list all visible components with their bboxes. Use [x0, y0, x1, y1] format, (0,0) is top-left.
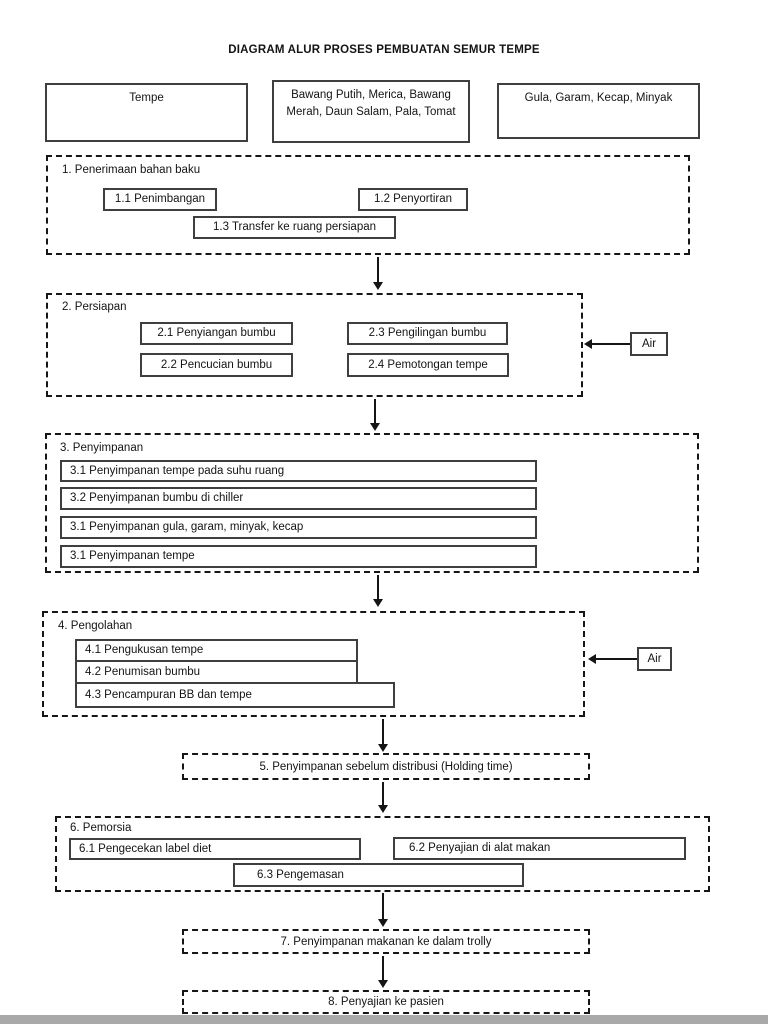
section-2-label: 2. Persiapan	[62, 301, 127, 313]
step-pengilingan-bumbu: 2.3 Pengilingan bumbu	[347, 322, 508, 345]
section-6-label: 6. Pemorsia	[70, 822, 132, 834]
step-penyimpanan-gula-garam: 3.1 Penyimpanan gula, garam, minyak, kec…	[60, 516, 537, 539]
step-penyimpanan-chiller: 3.2 Penyimpanan bumbu di chiller	[60, 487, 537, 510]
section-1-label: 1. Penerimaan bahan baku	[62, 164, 201, 176]
flow-arrow-3	[372, 575, 383, 607]
step-penyimpanan-tempe: 3.1 Penyimpanan tempe	[60, 545, 537, 568]
step-pengecekan-label-diet: 6.1 Pengecekan label diet	[69, 838, 361, 860]
flow-arrow-4	[377, 719, 388, 752]
step-pengemasan: 6.3 Pengemasan	[233, 863, 524, 887]
step-penyortiran: 1.2 Penyortiran	[358, 188, 468, 211]
section-4-label: 4. Pengolahan	[58, 620, 133, 632]
section-7-trolly-box: 7. Penyimpanan makanan ke dalam trolly	[182, 929, 590, 954]
air-input-box-1: Air	[630, 332, 668, 356]
step-pencucian-bumbu: 2.2 Pencucian bumbu	[140, 353, 293, 377]
air-arrow-1	[584, 338, 630, 349]
section-1-penerimaan-box	[46, 155, 690, 255]
section-2-persiapan-box	[46, 293, 583, 397]
page-footer-bar	[0, 1015, 768, 1024]
step-pemotongan-tempe: 2.4 Pemotongan tempe	[347, 353, 509, 377]
section-6-pemorsian-box	[55, 816, 710, 892]
step-penumisan-bumbu: 4.2 Penumisan bumbu	[75, 660, 358, 684]
air-input-box-2: Air	[637, 647, 672, 671]
section-4-pengolahan-box	[42, 611, 585, 717]
section-3-penyimpanan-box	[45, 433, 699, 573]
section-8-penyajian-box: 8. Penyajian ke pasien	[182, 990, 590, 1014]
flow-arrow-7	[377, 956, 388, 988]
flow-arrow-5	[377, 782, 388, 813]
input-box-tempe: Tempe	[45, 83, 248, 142]
flow-arrow-1	[372, 257, 383, 290]
step-penyimpanan-suhu-ruang: 3.1 Penyimpanan tempe pada suhu ruang	[60, 460, 537, 482]
step-transfer-ruang-persiapan: 1.3 Transfer ke ruang persiapan	[193, 216, 396, 239]
step-pengukusan-tempe: 4.1 Pengukusan tempe	[75, 639, 358, 662]
diagram-title: DIAGRAM ALUR PROSES PEMBUATAN SEMUR TEMP…	[228, 44, 540, 56]
air-arrow-2	[588, 653, 637, 664]
flow-arrow-2	[369, 399, 380, 431]
step-penimbangan: 1.1 Penimbangan	[103, 188, 217, 211]
flow-arrow-6	[377, 893, 388, 927]
input-box-bumbu: Bawang Putih, Merica, Bawang Merah, Daun…	[272, 80, 470, 143]
section-3-label: 3. Penyimpanan	[60, 442, 144, 454]
input-box-pelengkap: Gula, Garam, Kecap, Minyak	[497, 83, 700, 139]
step-penyajian-alat-makan: 6.2 Penyajian di alat makan	[393, 837, 686, 860]
step-penyiangan-bumbu: 2.1 Penyiangan bumbu	[140, 322, 293, 345]
step-pencampuran-bb-tempe: 4.3 Pencampuran BB dan tempe	[75, 682, 395, 708]
section-5-holding-box: 5. Penyimpanan sebelum distribusi (Holdi…	[182, 753, 590, 780]
